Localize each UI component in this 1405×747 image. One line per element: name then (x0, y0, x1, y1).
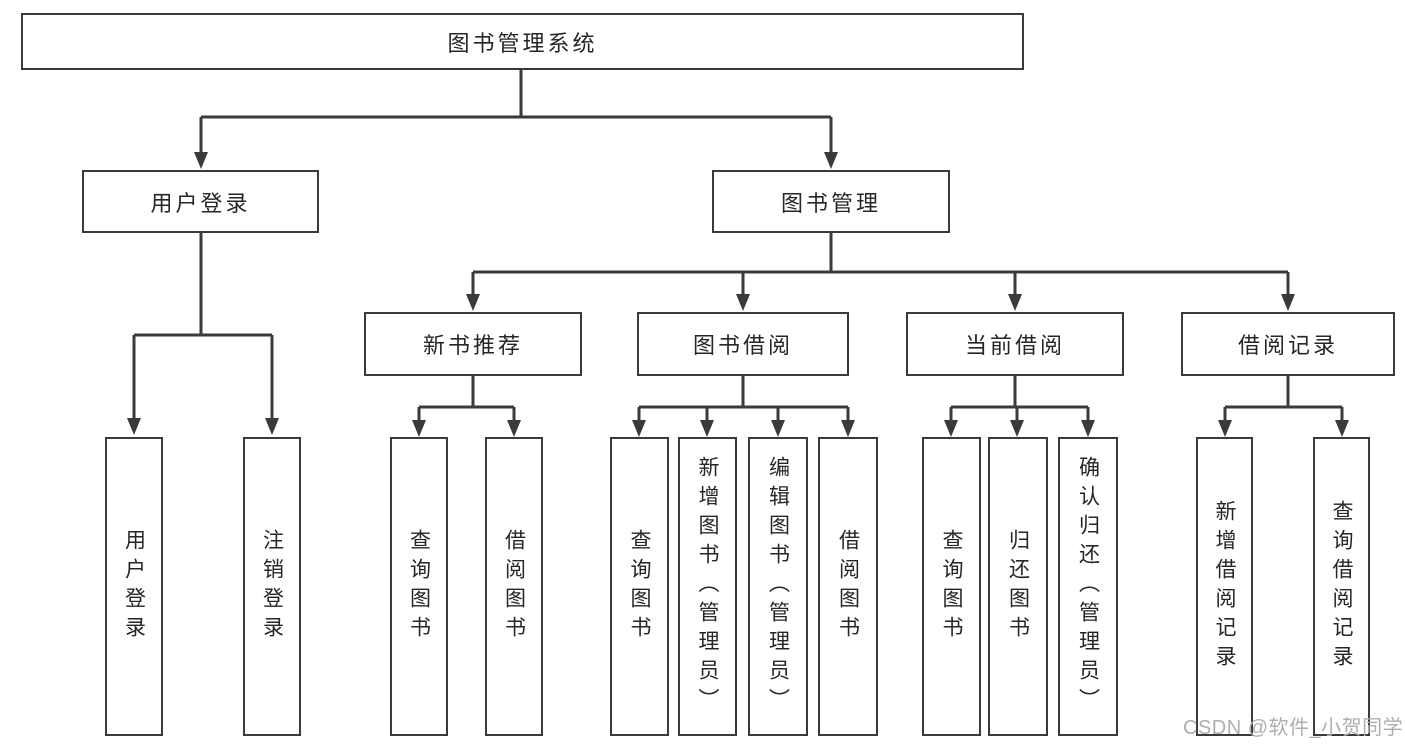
node-label: 查询图书 (407, 528, 431, 645)
node-label: 查询图书 (940, 528, 963, 645)
node-book-borrowing: 图书借阅 (637, 312, 849, 376)
node-label: 用户登录 (122, 528, 146, 645)
node-borrowing-records: 借阅记录 (1181, 312, 1395, 376)
node-label: 借阅记录 (1237, 333, 1338, 358)
node-label: 用户登录 (150, 190, 251, 216)
connector-current-borrowing (951, 376, 1088, 409)
node-label: 图书管理系统 (447, 30, 598, 56)
leaf-user-login: 用户登录 (105, 437, 163, 736)
node-label: 图书借阅 (692, 333, 793, 358)
csdn-watermark: CSDN @软件_小贺同学 (1183, 717, 1404, 739)
leaf-add-borrow-record: 新增借阅记录 (1196, 437, 1253, 736)
connector-new-book-recommend (419, 376, 514, 409)
connector-book-borrowing (639, 376, 848, 409)
node-label: 借阅图书 (836, 528, 860, 645)
connector-borrowing-records (1225, 376, 1342, 409)
leaf-return-books: 归还图书 (988, 437, 1048, 736)
node-label: 新书推荐 (422, 333, 523, 358)
node-label: 图书管理 (780, 190, 881, 216)
node-user-login: 用户登录 (82, 170, 319, 233)
node-label: 归还图书 (1006, 528, 1030, 645)
leaf-query-borrow-record: 查询借阅记录 (1313, 437, 1370, 736)
node-new-book-recommend: 新书推荐 (364, 312, 582, 376)
node-label: 当前借阅 (964, 333, 1065, 358)
node-label: 查询图书 (628, 528, 651, 645)
node-label: 借阅图书 (502, 528, 526, 645)
leaf-query-books-current: 查询图书 (922, 437, 981, 736)
leaf-add-book-admin: 新增图书（管理员） (678, 437, 737, 736)
node-current-borrowing: 当前借阅 (906, 312, 1124, 376)
node-label: 新增图书（管理员） (696, 456, 719, 717)
leaf-query-books-recommend: 查询图书 (390, 437, 448, 736)
node-label: 查询借阅记录 (1330, 499, 1353, 674)
node-library-system: 图书管理系统 (21, 13, 1024, 70)
leaf-logout: 注销登录 (243, 437, 301, 736)
node-label: 确认归还（管理员） (1076, 456, 1100, 717)
node-label: 新增借阅记录 (1213, 499, 1236, 674)
leaf-borrow-books-recommend: 借阅图书 (485, 437, 543, 736)
connector-book-management (473, 233, 1288, 274)
leaf-borrow-books: 借阅图书 (818, 437, 878, 736)
node-label: 注销登录 (260, 528, 284, 645)
node-book-management: 图书管理 (712, 170, 950, 233)
connector-user-login (134, 233, 272, 337)
leaf-confirm-return-admin: 确认归还（管理员） (1058, 437, 1118, 736)
connector-root (201, 69, 831, 119)
node-label: 编辑图书（管理员） (766, 456, 790, 717)
leaf-query-books-borrowing: 查询图书 (610, 437, 669, 736)
leaf-edit-book-admin: 编辑图书（管理员） (748, 437, 808, 736)
